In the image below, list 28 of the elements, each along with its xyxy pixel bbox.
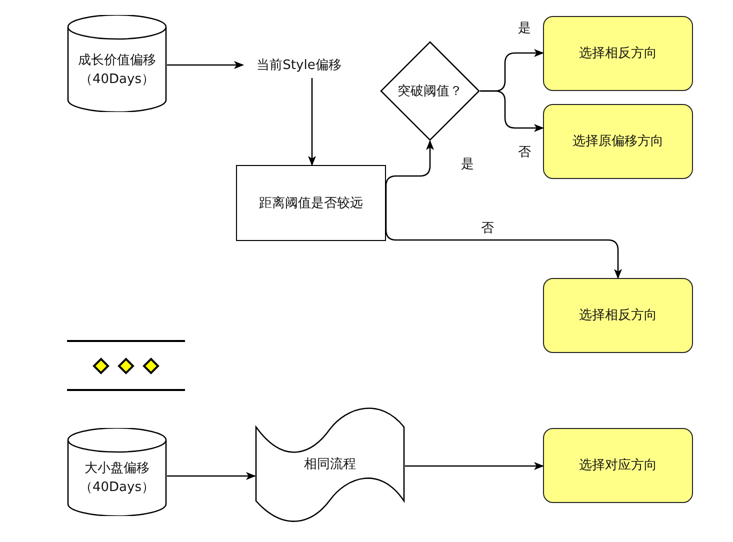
result-box [543, 278, 693, 353]
node-label: 当前Style偏移 [256, 56, 342, 74]
database-cylinder [67, 428, 167, 516]
arrow [308, 78, 316, 166]
node-label: 距离阈值是否较远 [259, 194, 363, 212]
arrow [405, 462, 544, 470]
node-label: 选择相反方向 [579, 307, 657, 325]
node-label: 相同流程 [304, 456, 356, 474]
node-label: 选择原偏移方向 [572, 133, 664, 151]
edge-label: 否 [516, 145, 533, 161]
result-box [543, 104, 693, 179]
process-box [236, 165, 386, 241]
database-cylinder [67, 15, 167, 112]
node-label: 大小盘偏移（40Days） [78, 460, 156, 497]
result-box [543, 428, 693, 503]
edge-label: 是 [459, 157, 476, 173]
node-label: 选择相反方向 [579, 45, 657, 63]
arrow [167, 472, 256, 480]
node-label: 突破阈值？ [398, 82, 462, 100]
result-box [543, 16, 693, 91]
node-label: 选择对应方向 [579, 457, 657, 475]
node-label: 成长价值偏移（40Days） [77, 52, 157, 88]
tape-shape [255, 405, 405, 524]
edge-label: 是 [516, 21, 533, 37]
arrow [167, 61, 244, 69]
decision-diamond [380, 41, 480, 141]
arrow [480, 90, 544, 132]
edge-label: 否 [479, 221, 496, 237]
